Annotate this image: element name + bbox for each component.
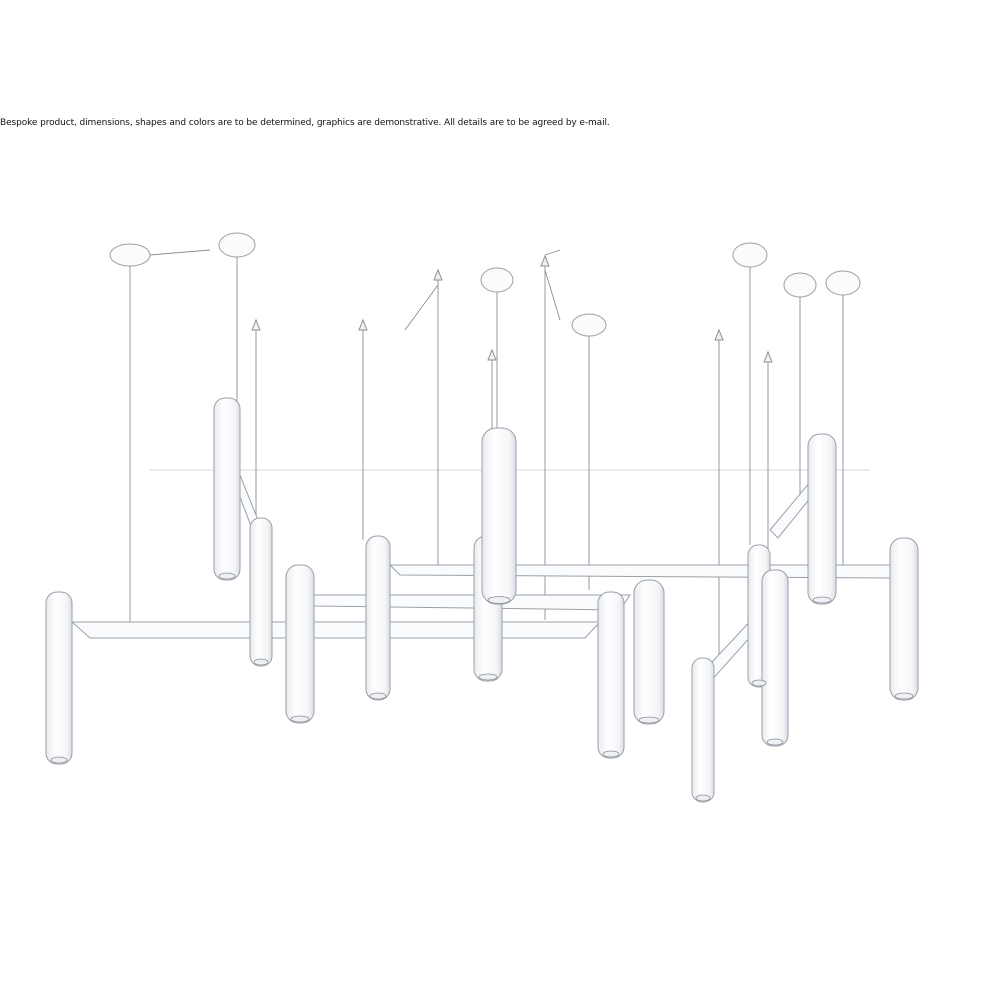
aperture <box>218 572 236 580</box>
aperture <box>369 692 387 700</box>
aperture <box>751 679 767 687</box>
aperture <box>487 596 511 604</box>
hook-canopy <box>540 254 550 267</box>
tube-light <box>365 535 391 701</box>
canopy <box>218 232 256 258</box>
tube-light <box>761 569 789 747</box>
tube-light <box>249 517 273 667</box>
light-apertures <box>50 572 914 802</box>
tube-light <box>633 579 665 725</box>
hook-canopy <box>433 268 443 281</box>
aperture <box>695 794 711 802</box>
disclaimer-caption: Bespoke product, dimensions, shapes and … <box>0 118 610 128</box>
front-bar <box>70 621 602 639</box>
aperture <box>478 673 498 681</box>
hook-canopies <box>251 254 773 363</box>
aperture <box>50 756 68 764</box>
cable <box>149 249 211 256</box>
hook-canopy <box>358 318 368 331</box>
canopy <box>109 243 151 267</box>
cable <box>544 269 561 321</box>
aperture <box>638 716 660 724</box>
tube-light <box>889 537 919 701</box>
middle-bar <box>298 594 631 611</box>
canopy <box>783 272 817 298</box>
aperture <box>602 750 620 758</box>
tube-light <box>213 397 241 581</box>
aperture <box>766 738 784 746</box>
tube-light <box>691 657 715 803</box>
canopy <box>732 242 768 268</box>
cable <box>404 284 439 331</box>
ceiling-canopies <box>109 232 861 337</box>
canopy <box>480 267 514 293</box>
hook-canopy <box>487 348 497 361</box>
aperture <box>894 692 914 700</box>
tube-light <box>285 564 315 724</box>
canopy <box>571 313 607 337</box>
tube-light <box>807 433 837 605</box>
tube-light <box>481 427 517 605</box>
tube-lights <box>45 397 919 803</box>
canopy <box>825 270 861 296</box>
tube-light <box>45 591 73 765</box>
aperture <box>812 596 832 604</box>
cable <box>544 249 561 256</box>
hook-canopy <box>251 318 261 331</box>
aperture <box>253 658 269 666</box>
hook-canopy <box>714 328 724 341</box>
hook-canopy <box>763 350 773 363</box>
tube-light <box>597 591 625 759</box>
aperture <box>290 715 310 723</box>
suspension-cables <box>129 249 844 660</box>
